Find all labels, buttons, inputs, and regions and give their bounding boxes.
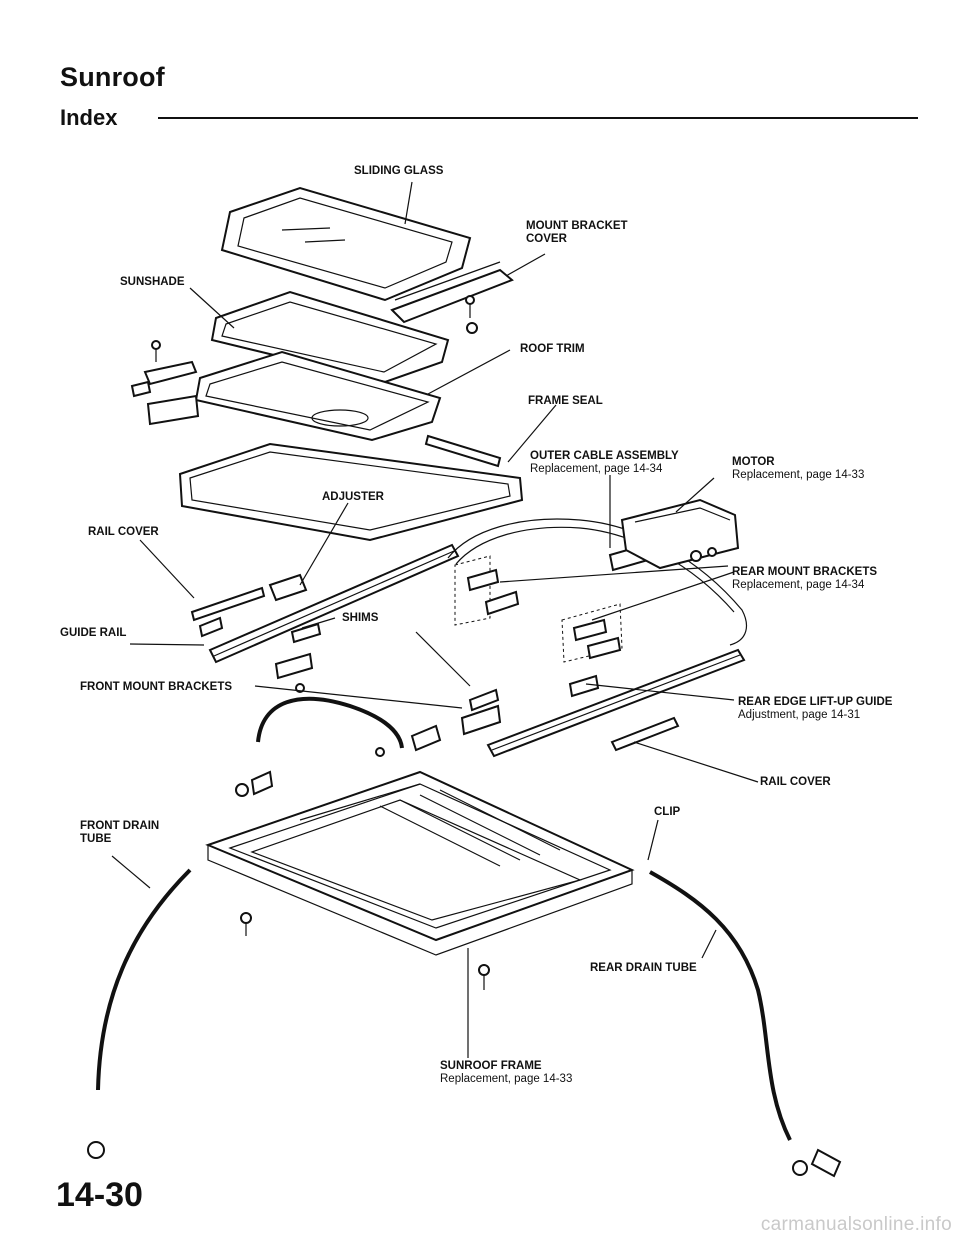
frame-seal-part <box>178 434 524 542</box>
rear-drain-tube-part <box>649 870 842 1178</box>
callout-adjuster: ADJUSTER <box>322 491 384 503</box>
frame-fasteners <box>235 724 490 990</box>
callout-motor: MOTOR Replacement, page 14-33 <box>732 456 865 481</box>
header-rule <box>158 117 918 119</box>
callout-mount-bracket-cover: MOUNT BRACKET COVER <box>526 220 628 245</box>
callout-rear-edge-lift-up-guide: REAR EDGE LIFT-UP GUIDE Adjustment, page… <box>738 696 893 721</box>
front-drain-tube-part <box>87 696 404 1159</box>
callout-frame-seal: FRAME SEAL <box>528 395 603 407</box>
bracket-and-shim-parts <box>198 573 502 736</box>
callout-rail-cover-right: RAIL COVER <box>760 776 831 788</box>
trim-fastener-parts <box>130 340 200 426</box>
mount-bracket-cover-part <box>390 261 514 334</box>
leader-lines <box>111 181 759 1058</box>
guide-rail-part <box>208 543 746 758</box>
rear-mount-brackets-part <box>454 555 623 698</box>
callout-sunshade: SUNSHADE <box>120 276 185 288</box>
callout-rear-mount-brackets: REAR MOUNT BRACKETS Replacement, page 14… <box>732 566 878 591</box>
callout-shims: SHIMS <box>342 612 379 624</box>
callout-roof-trim: ROOF TRIM <box>520 343 585 355</box>
callout-front-drain-tube: FRONT DRAIN TUBE <box>80 820 160 845</box>
motor-part <box>620 498 740 570</box>
callout-clip: CLIP <box>654 806 681 818</box>
callout-rail-cover-left: RAIL COVER <box>88 526 159 538</box>
callout-rear-drain-tube: REAR DRAIN TUBE <box>590 962 697 974</box>
callout-guide-rail: GUIDE RAIL <box>60 627 127 639</box>
page-number: 14-30 <box>56 1176 143 1214</box>
section-subtitle: Index <box>60 105 118 130</box>
watermark-text: carmanualsonline.info <box>760 1214 952 1235</box>
callout-front-mount-brackets: FRONT MOUNT BRACKETS <box>80 681 233 693</box>
callout-sliding-glass: SLIDING GLASS <box>354 165 444 177</box>
sliding-glass-part <box>220 186 472 302</box>
page-title: Sunroof <box>60 62 165 92</box>
sunroof-frame-part <box>205 770 635 956</box>
sunshade-part <box>210 290 450 384</box>
callout-sunroof-frame: SUNROOF FRAME Replacement, page 14-33 <box>440 1060 573 1085</box>
callout-outer-cable-assembly: OUTER CABLE ASSEMBLY Replacement, page 1… <box>530 450 679 475</box>
rail-cover-parts <box>190 586 680 752</box>
